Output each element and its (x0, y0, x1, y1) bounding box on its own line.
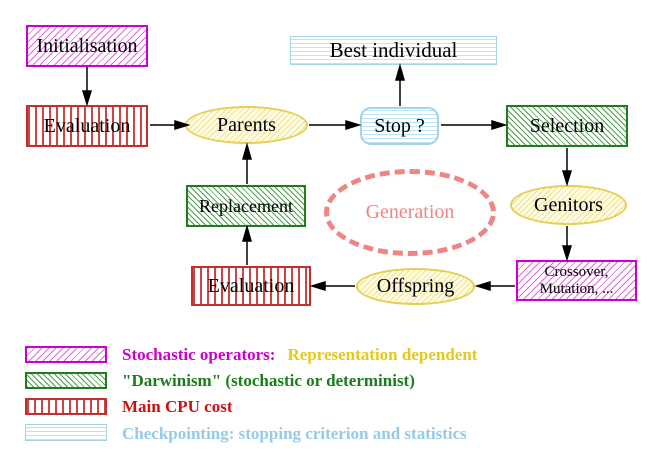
node-best-individual-label: Best individual (329, 38, 458, 62)
node-offspring-label: Offspring (376, 275, 455, 297)
node-initialisation: Initialisation (26, 25, 148, 67)
legend-swatch-stochastic-operators (25, 346, 107, 363)
legend-text-representation: Representation dependent (287, 345, 478, 364)
node-offspring: Offspring (356, 268, 475, 305)
node-crossover-label: Crossover, (544, 263, 609, 280)
node-initialisation-label: Initialisation (36, 34, 138, 57)
node-selection-label: Selection (529, 114, 605, 137)
node-evaluation-bottom-label: Evaluation (207, 274, 295, 297)
legend-label-cpu-cost: Main CPU cost (122, 397, 233, 416)
node-crossover-mutation: Crossover, Mutation, ... (516, 260, 637, 301)
legend-label-stochastic-operators: Stochastic operators: Representation depe… (122, 345, 477, 364)
node-parents: Parents (185, 106, 308, 144)
legend-swatch-darwinism (25, 372, 107, 389)
node-stop-label: Stop ? (374, 114, 425, 137)
node-evaluation-top-label: Evaluation (43, 114, 131, 137)
node-selection: Selection (506, 105, 628, 147)
node-generation-label: Generation (365, 201, 455, 223)
node-best-individual: Best individual (290, 36, 497, 65)
legend-swatch-checkpointing (25, 424, 107, 441)
node-parents-label: Parents (217, 113, 276, 136)
node-replacement: Replacement (186, 185, 306, 227)
legend-text-stochastic: Stochastic operators: (122, 345, 276, 364)
node-stop: Stop ? (360, 107, 439, 145)
legend-swatch-cpu-cost (25, 398, 107, 415)
node-genitors: Genitors (510, 185, 627, 225)
legend-label-darwinism: "Darwinism" (stochastic or determinist) (122, 371, 415, 390)
node-evaluation-top: Evaluation (26, 105, 148, 147)
node-genitors-label: Genitors (534, 193, 603, 216)
node-mutation-label: Mutation, ... (539, 280, 614, 297)
node-generation: Generation (324, 169, 496, 256)
legend-label-checkpointing: Checkpointing: stopping criterion and st… (122, 424, 467, 443)
node-evaluation-bottom: Evaluation (191, 266, 311, 306)
node-replacement-label: Replacement (199, 195, 293, 216)
